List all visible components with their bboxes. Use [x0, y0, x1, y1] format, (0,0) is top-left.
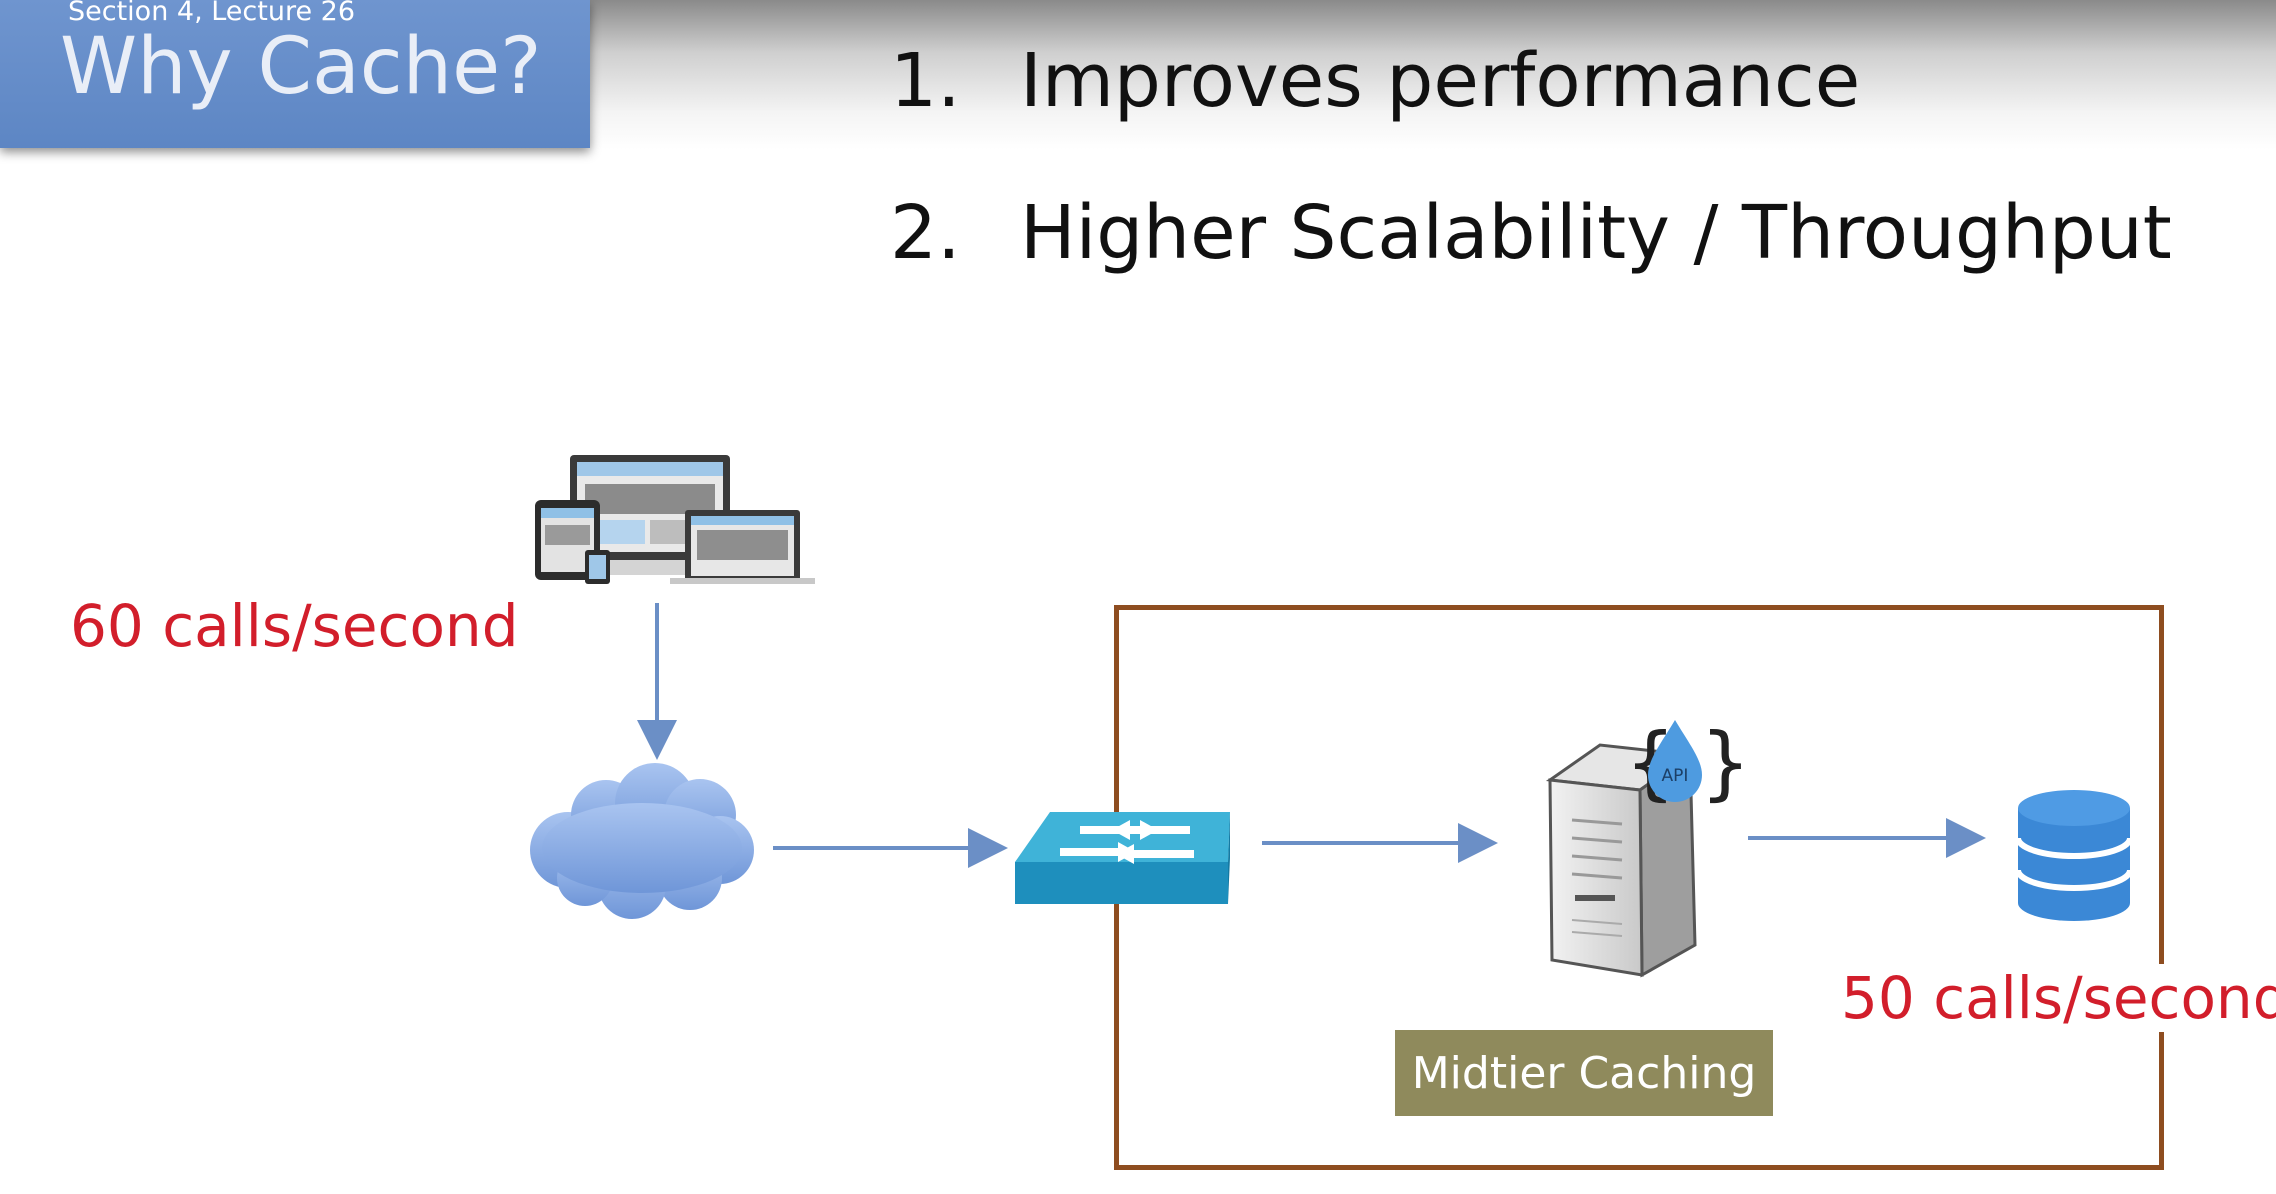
incoming-rate-label: 60 calls/second — [70, 592, 519, 660]
outgoing-rate-label: 50 calls/second — [1833, 964, 2276, 1032]
bullet-text: Improves performance — [1020, 38, 1861, 124]
svg-text:}: } — [1700, 716, 1751, 809]
bullet-number: 1. — [890, 38, 961, 124]
server-icon — [1545, 743, 1697, 978]
cloud-icon — [530, 763, 754, 919]
database-icon — [2015, 790, 2133, 921]
api-badge-icon: { } API — [1625, 716, 1751, 809]
midtier-caching-label: Midtier Caching — [1395, 1030, 1773, 1116]
devices-icon — [535, 455, 815, 584]
slide-title: Why Cache? — [60, 22, 542, 112]
bullet-number: 2. — [890, 190, 961, 276]
api-badge-label: API — [1662, 766, 1689, 786]
section-label: Section 4, Lecture 26 — [68, 0, 356, 27]
bullet-text: Higher Scalability / Throughput — [1020, 190, 2172, 276]
slide-title-box: Section 4, Lecture 26 Why Cache? — [0, 0, 590, 148]
network-switch-icon — [1015, 812, 1230, 904]
